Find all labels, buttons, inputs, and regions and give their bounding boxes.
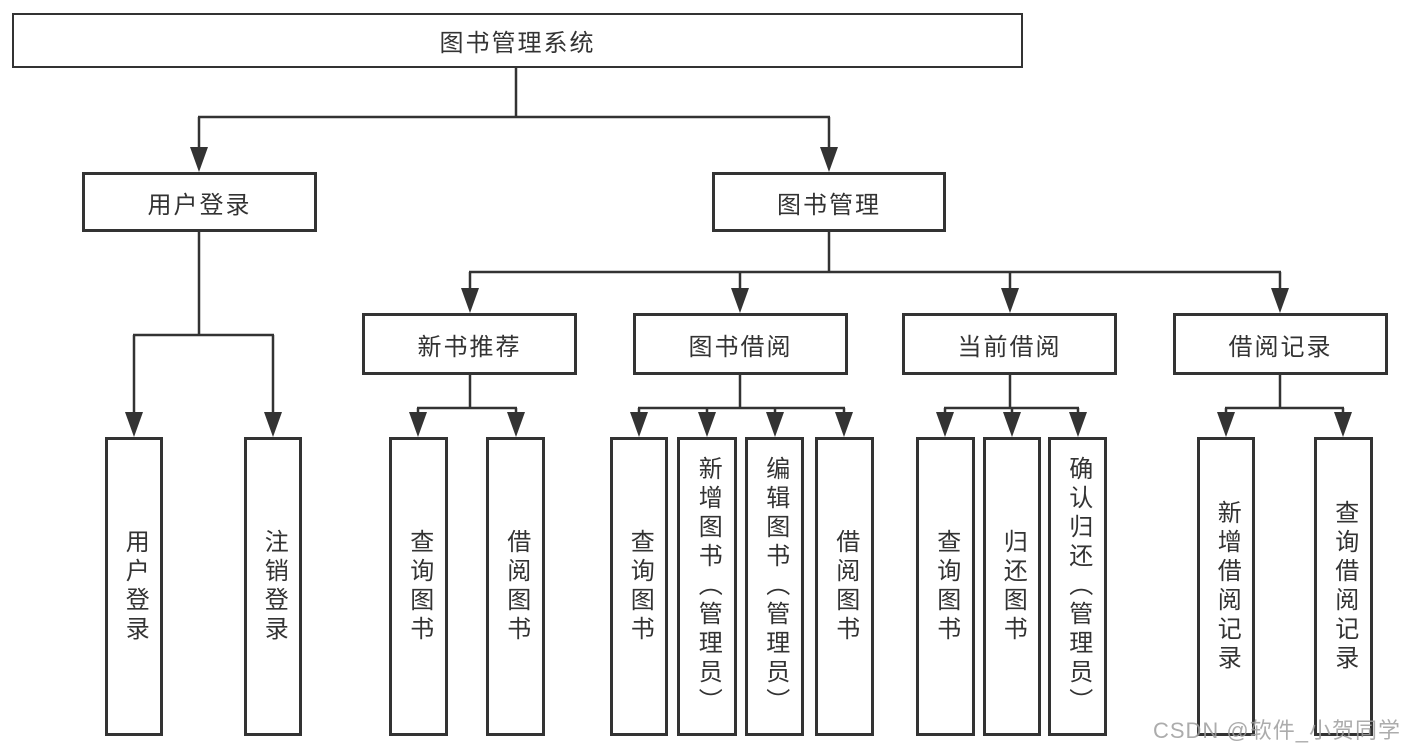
node-new-book-recommend: 新书推荐 <box>362 313 577 375</box>
node-leaf-edit-books-admin: 编辑图书（管理员） <box>745 437 804 736</box>
node-leaf-query-borrow-record: 查询借阅记录 <box>1314 437 1373 736</box>
node-leaf-add-books-admin: 新增图书（管理员） <box>677 437 737 736</box>
node-user-login: 用户登录 <box>82 172 317 232</box>
node-leaf-query-books-recommend: 查询图书 <box>389 437 448 736</box>
connector-path-group <box>132 68 1345 413</box>
node-leaf-borrow-books: 借阅图书 <box>815 437 874 736</box>
node-leaf-return-books: 归还图书 <box>983 437 1041 736</box>
node-book-borrow: 图书借阅 <box>633 313 848 375</box>
node-borrow-record: 借阅记录 <box>1173 313 1388 375</box>
node-leaf-query-books-current: 查询图书 <box>916 437 975 736</box>
node-leaf-logout: 注销登录 <box>244 437 302 736</box>
node-leaf-confirm-return-admin: 确认归还（管理员） <box>1048 437 1107 736</box>
arrowhead-icons <box>125 147 1352 437</box>
node-leaf-query-books-borrow: 查询图书 <box>610 437 668 736</box>
node-leaf-add-borrow-record: 新增借阅记录 <box>1197 437 1255 736</box>
node-book-management: 图书管理 <box>712 172 946 232</box>
node-leaf-borrow-books-recommend: 借阅图书 <box>486 437 545 736</box>
node-current-borrow: 当前借阅 <box>902 313 1117 375</box>
node-leaf-user-login: 用户登录 <box>105 437 163 736</box>
node-root: 图书管理系统 <box>12 13 1023 68</box>
